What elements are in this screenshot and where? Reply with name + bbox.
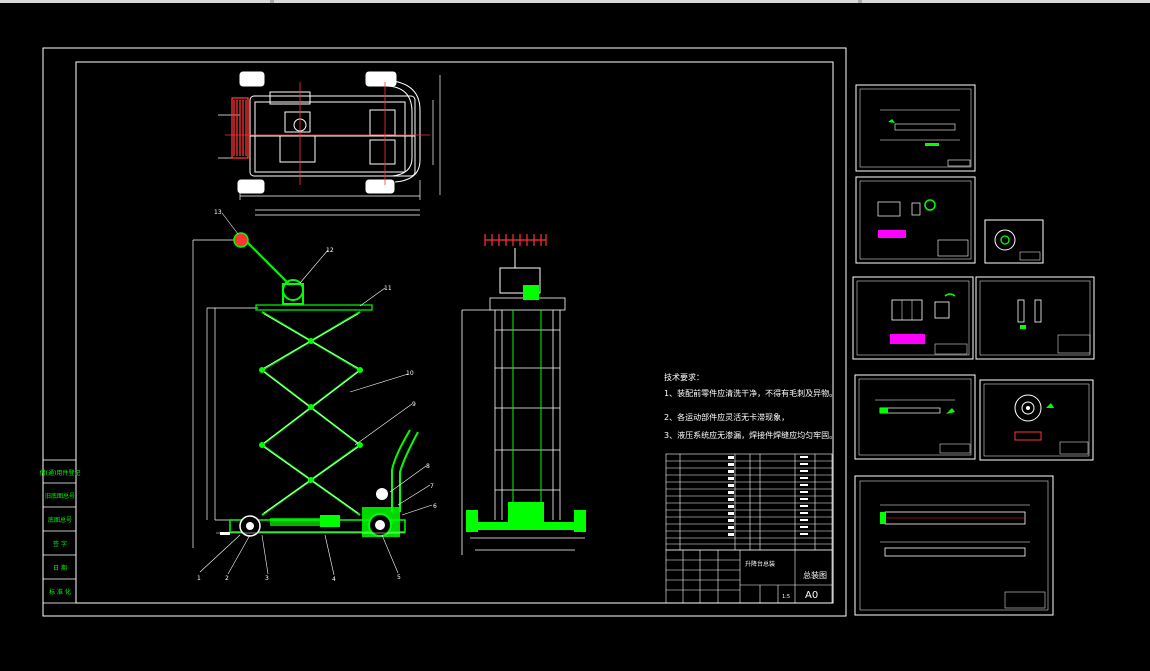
window-top-strip (0, 0, 1150, 3)
strip-label-4: 日 期 (53, 564, 67, 572)
detail-sheet-4[interactable] (852, 276, 974, 360)
callout-4: 4 (332, 576, 336, 583)
detail-sheet-1[interactable] (855, 84, 976, 172)
detail-sheet-5[interactable] (975, 276, 1095, 360)
callout-5: 5 (397, 574, 401, 581)
sheet-size-code: A0 (805, 590, 818, 601)
detail-sheet-6[interactable] (854, 374, 976, 460)
callout-11: 11 (384, 285, 392, 292)
title-part-name: 升降台总装 (745, 560, 775, 568)
tech-item-1: 1、装配前零件应清洗干净，不得有毛刺及异物。 (664, 388, 837, 398)
detail-sheet-2[interactable] (855, 176, 976, 264)
bom-row-marks (728, 456, 808, 536)
left-binding-strip (42, 459, 77, 604)
strip-label-1: 旧底图总号 (45, 492, 75, 500)
callout-9: 9 (412, 401, 416, 408)
detail-sheet-8[interactable] (854, 475, 1054, 616)
callout-10: 10 (406, 370, 414, 377)
callout-7: 7 (430, 483, 434, 490)
tech-item-2: 2、各运动部件应灵活无卡滞现象， (664, 412, 789, 422)
callout-8: 8 (426, 463, 430, 470)
strip-label-2: 底图总号 (48, 516, 72, 524)
tech-heading: 技术要求： (664, 372, 704, 382)
tech-requirements: 技术要求： 1、装配前零件应清洗干净，不得有毛刺及异物。 2、各运动部件应灵活无… (664, 372, 837, 440)
callout-2: 2 (225, 575, 229, 582)
top-view (218, 71, 441, 216)
main-sheet-frame (42, 47, 847, 617)
detail-sheet-7[interactable] (979, 379, 1094, 461)
strip-label-3: 签 字 (53, 540, 67, 548)
side-view (461, 234, 586, 555)
callout-3: 3 (265, 575, 269, 582)
left-strip-labels: 借(通)用件登记 旧底图总号 底图总号 签 字 日 期 标 准 化 (40, 469, 81, 596)
tech-item-3: 3、液压系统应无渗漏，焊接件焊缝应均匀牢固。 (664, 430, 837, 440)
title-drawing-name: 总装图 (803, 570, 827, 580)
callout-12: 12 (326, 247, 334, 254)
callout-1: 1 (197, 575, 201, 582)
strip-label-5: 标 准 化 (49, 588, 71, 596)
strip-label-0: 借(通)用件登记 (40, 469, 81, 477)
title-scale: 1:5 (782, 594, 790, 600)
part-callouts: 1 2 3 4 5 6 7 8 9 10 11 12 13 (197, 209, 437, 583)
detail-sheet-3[interactable] (984, 219, 1044, 264)
title-block (665, 549, 833, 604)
front-view (192, 212, 433, 576)
bom-table (665, 453, 833, 551)
callout-6: 6 (433, 503, 437, 510)
callout-13: 13 (214, 209, 222, 216)
